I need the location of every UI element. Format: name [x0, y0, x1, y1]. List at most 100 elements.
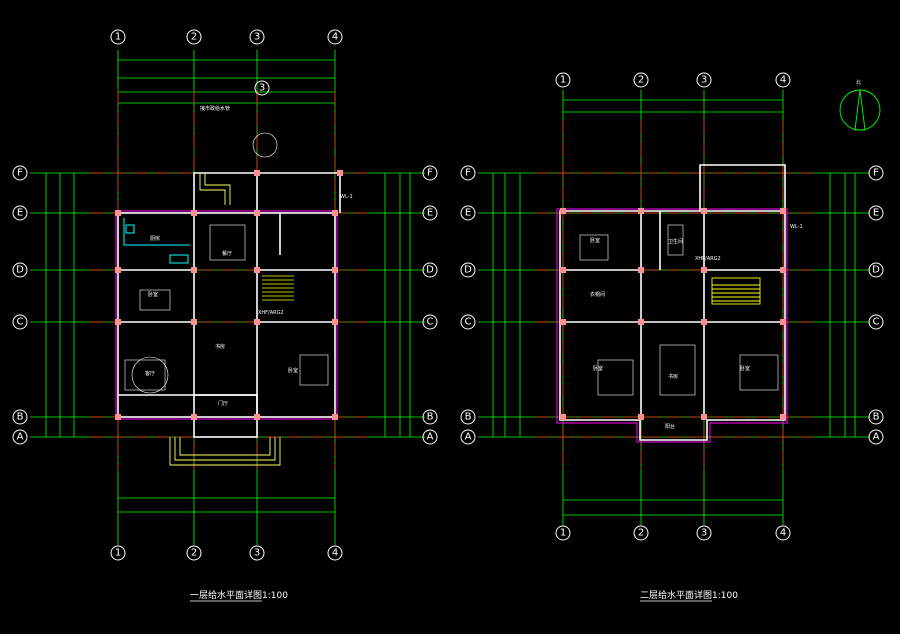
- axis-bubble-A: A: [422, 429, 438, 445]
- floor2-room-bath: 卫生间: [668, 238, 683, 245]
- svg-text:B: B: [427, 412, 434, 423]
- floor1-riser-label: WL-1: [340, 194, 353, 200]
- axis-bubble-B: B: [12, 409, 28, 425]
- axis-bubble-2: 2: [186, 545, 202, 561]
- svg-text:2: 2: [638, 528, 644, 539]
- axis-bubble-4: 4: [327, 545, 343, 561]
- axis-bubble-extra: 3: [254, 80, 270, 96]
- svg-text:E: E: [465, 208, 471, 219]
- axis-bubble-F: F: [422, 165, 438, 181]
- floor1-axis-top: 1 2 3 4 3: [110, 29, 343, 96]
- svg-text:F: F: [427, 168, 433, 179]
- svg-text:E: E: [427, 208, 433, 219]
- axis-bubble-D: D: [12, 262, 28, 278]
- floor2-columns: [560, 208, 786, 420]
- axis-bubble-4: 4: [775, 72, 791, 88]
- svg-text:1: 1: [560, 75, 566, 86]
- floor2-walls: [559, 164, 786, 441]
- floor2-stair-label: XHF/ARG2: [695, 256, 721, 262]
- axis-bubble-1: 1: [555, 525, 571, 541]
- axis-bubble-E: E: [868, 205, 884, 221]
- floor1-plan: 厨房 餐厅 卧室 客厅 书房 卧室 门厅 WL-1 XHF/ARG2 接市政给水…: [12, 29, 438, 602]
- floor2-furniture: [579, 224, 779, 396]
- floor1-note: 接市政给水管: [200, 105, 230, 112]
- svg-text:4: 4: [780, 528, 786, 539]
- axis-bubble-C: C: [868, 314, 884, 330]
- floor1-room-entry: 门厅: [218, 400, 228, 407]
- floor1-room-kitchen: 厨房: [150, 235, 160, 242]
- svg-text:C: C: [465, 317, 472, 328]
- axis-bubble-F: F: [460, 165, 476, 181]
- svg-text:E: E: [17, 208, 23, 219]
- axis-bubble-E: E: [460, 205, 476, 221]
- svg-text:A: A: [465, 432, 472, 443]
- floor1-axis-left: F E D C B A: [12, 165, 28, 445]
- floor1-walls: [117, 172, 341, 438]
- svg-text:C: C: [873, 317, 880, 328]
- axis-bubble-C: C: [460, 314, 476, 330]
- svg-text:D: D: [16, 265, 24, 276]
- floor2-title: 二层给水平面详图1:100: [640, 589, 738, 601]
- svg-text:B: B: [465, 412, 472, 423]
- svg-text:A: A: [427, 432, 434, 443]
- floor2-room-storage: 衣帽间: [590, 291, 605, 298]
- floor1-room-study: 书房: [215, 343, 225, 350]
- axis-bubble-C: C: [12, 314, 28, 330]
- axis-bubble-D: D: [422, 262, 438, 278]
- svg-text:D: D: [426, 265, 434, 276]
- svg-text:2: 2: [191, 32, 197, 43]
- axis-bubble-C: C: [422, 314, 438, 330]
- svg-text:D: D: [464, 265, 472, 276]
- svg-text:4: 4: [332, 548, 338, 559]
- floor2-riser-label: WL-1: [790, 224, 803, 230]
- svg-text:A: A: [17, 432, 24, 443]
- north-arrow: 北: [839, 79, 881, 131]
- axis-bubble-A: A: [12, 429, 28, 445]
- axis-bubble-A: A: [868, 429, 884, 445]
- floor2-room-study: 书房: [668, 373, 678, 380]
- axis-bubble-4: 4: [327, 29, 343, 45]
- axis-bubble-3: 3: [696, 525, 712, 541]
- floor1-stair: [262, 275, 294, 301]
- svg-text:3: 3: [254, 548, 260, 559]
- axis-bubble-2: 2: [633, 525, 649, 541]
- floor1-finish-line: [115, 210, 338, 420]
- north-label: 北: [856, 79, 861, 86]
- floor2-room-bedroom-se: 卧室: [740, 365, 750, 372]
- axis-bubble-1: 1: [110, 29, 126, 45]
- floor2-room-balcony: 阳台: [665, 423, 675, 430]
- svg-text:4: 4: [332, 32, 338, 43]
- axis-bubble-E: E: [12, 205, 28, 221]
- floor1-axis-bottom: 1 2 3 4: [110, 545, 343, 561]
- floor1-entrance-steps: [169, 173, 281, 466]
- svg-text:1: 1: [115, 32, 121, 43]
- axis-bubble-2: 2: [633, 72, 649, 88]
- svg-text:A: A: [873, 432, 880, 443]
- svg-text:C: C: [427, 317, 434, 328]
- floor1-furniture: [124, 132, 329, 394]
- axis-bubble-2: 2: [186, 29, 202, 45]
- axis-bubble-D: D: [868, 262, 884, 278]
- axis-bubble-D: D: [460, 262, 476, 278]
- floor1-room-living: 客厅: [145, 370, 155, 377]
- axis-bubble-3: 3: [249, 545, 265, 561]
- svg-text:F: F: [873, 168, 879, 179]
- floor2-finish-line: [556, 208, 788, 443]
- axis-bubble-4: 4: [775, 525, 791, 541]
- svg-text:C: C: [17, 317, 24, 328]
- floor1-columns: [115, 170, 343, 420]
- axis-bubble-1: 1: [555, 72, 571, 88]
- svg-text:F: F: [17, 168, 23, 179]
- svg-text:3: 3: [259, 83, 265, 94]
- floor2-axis-top: 1 2 3 4: [555, 72, 791, 88]
- svg-text:B: B: [873, 412, 880, 423]
- axis-bubble-1: 1: [110, 545, 126, 561]
- floor1-stair-label: XHF/ARG2: [258, 310, 284, 316]
- axis-bubble-F: F: [12, 165, 28, 181]
- axis-bubble-B: B: [460, 409, 476, 425]
- floor2-axis-bottom: 1 2 3 4: [555, 525, 791, 541]
- svg-text:F: F: [465, 168, 471, 179]
- svg-text:3: 3: [701, 75, 707, 86]
